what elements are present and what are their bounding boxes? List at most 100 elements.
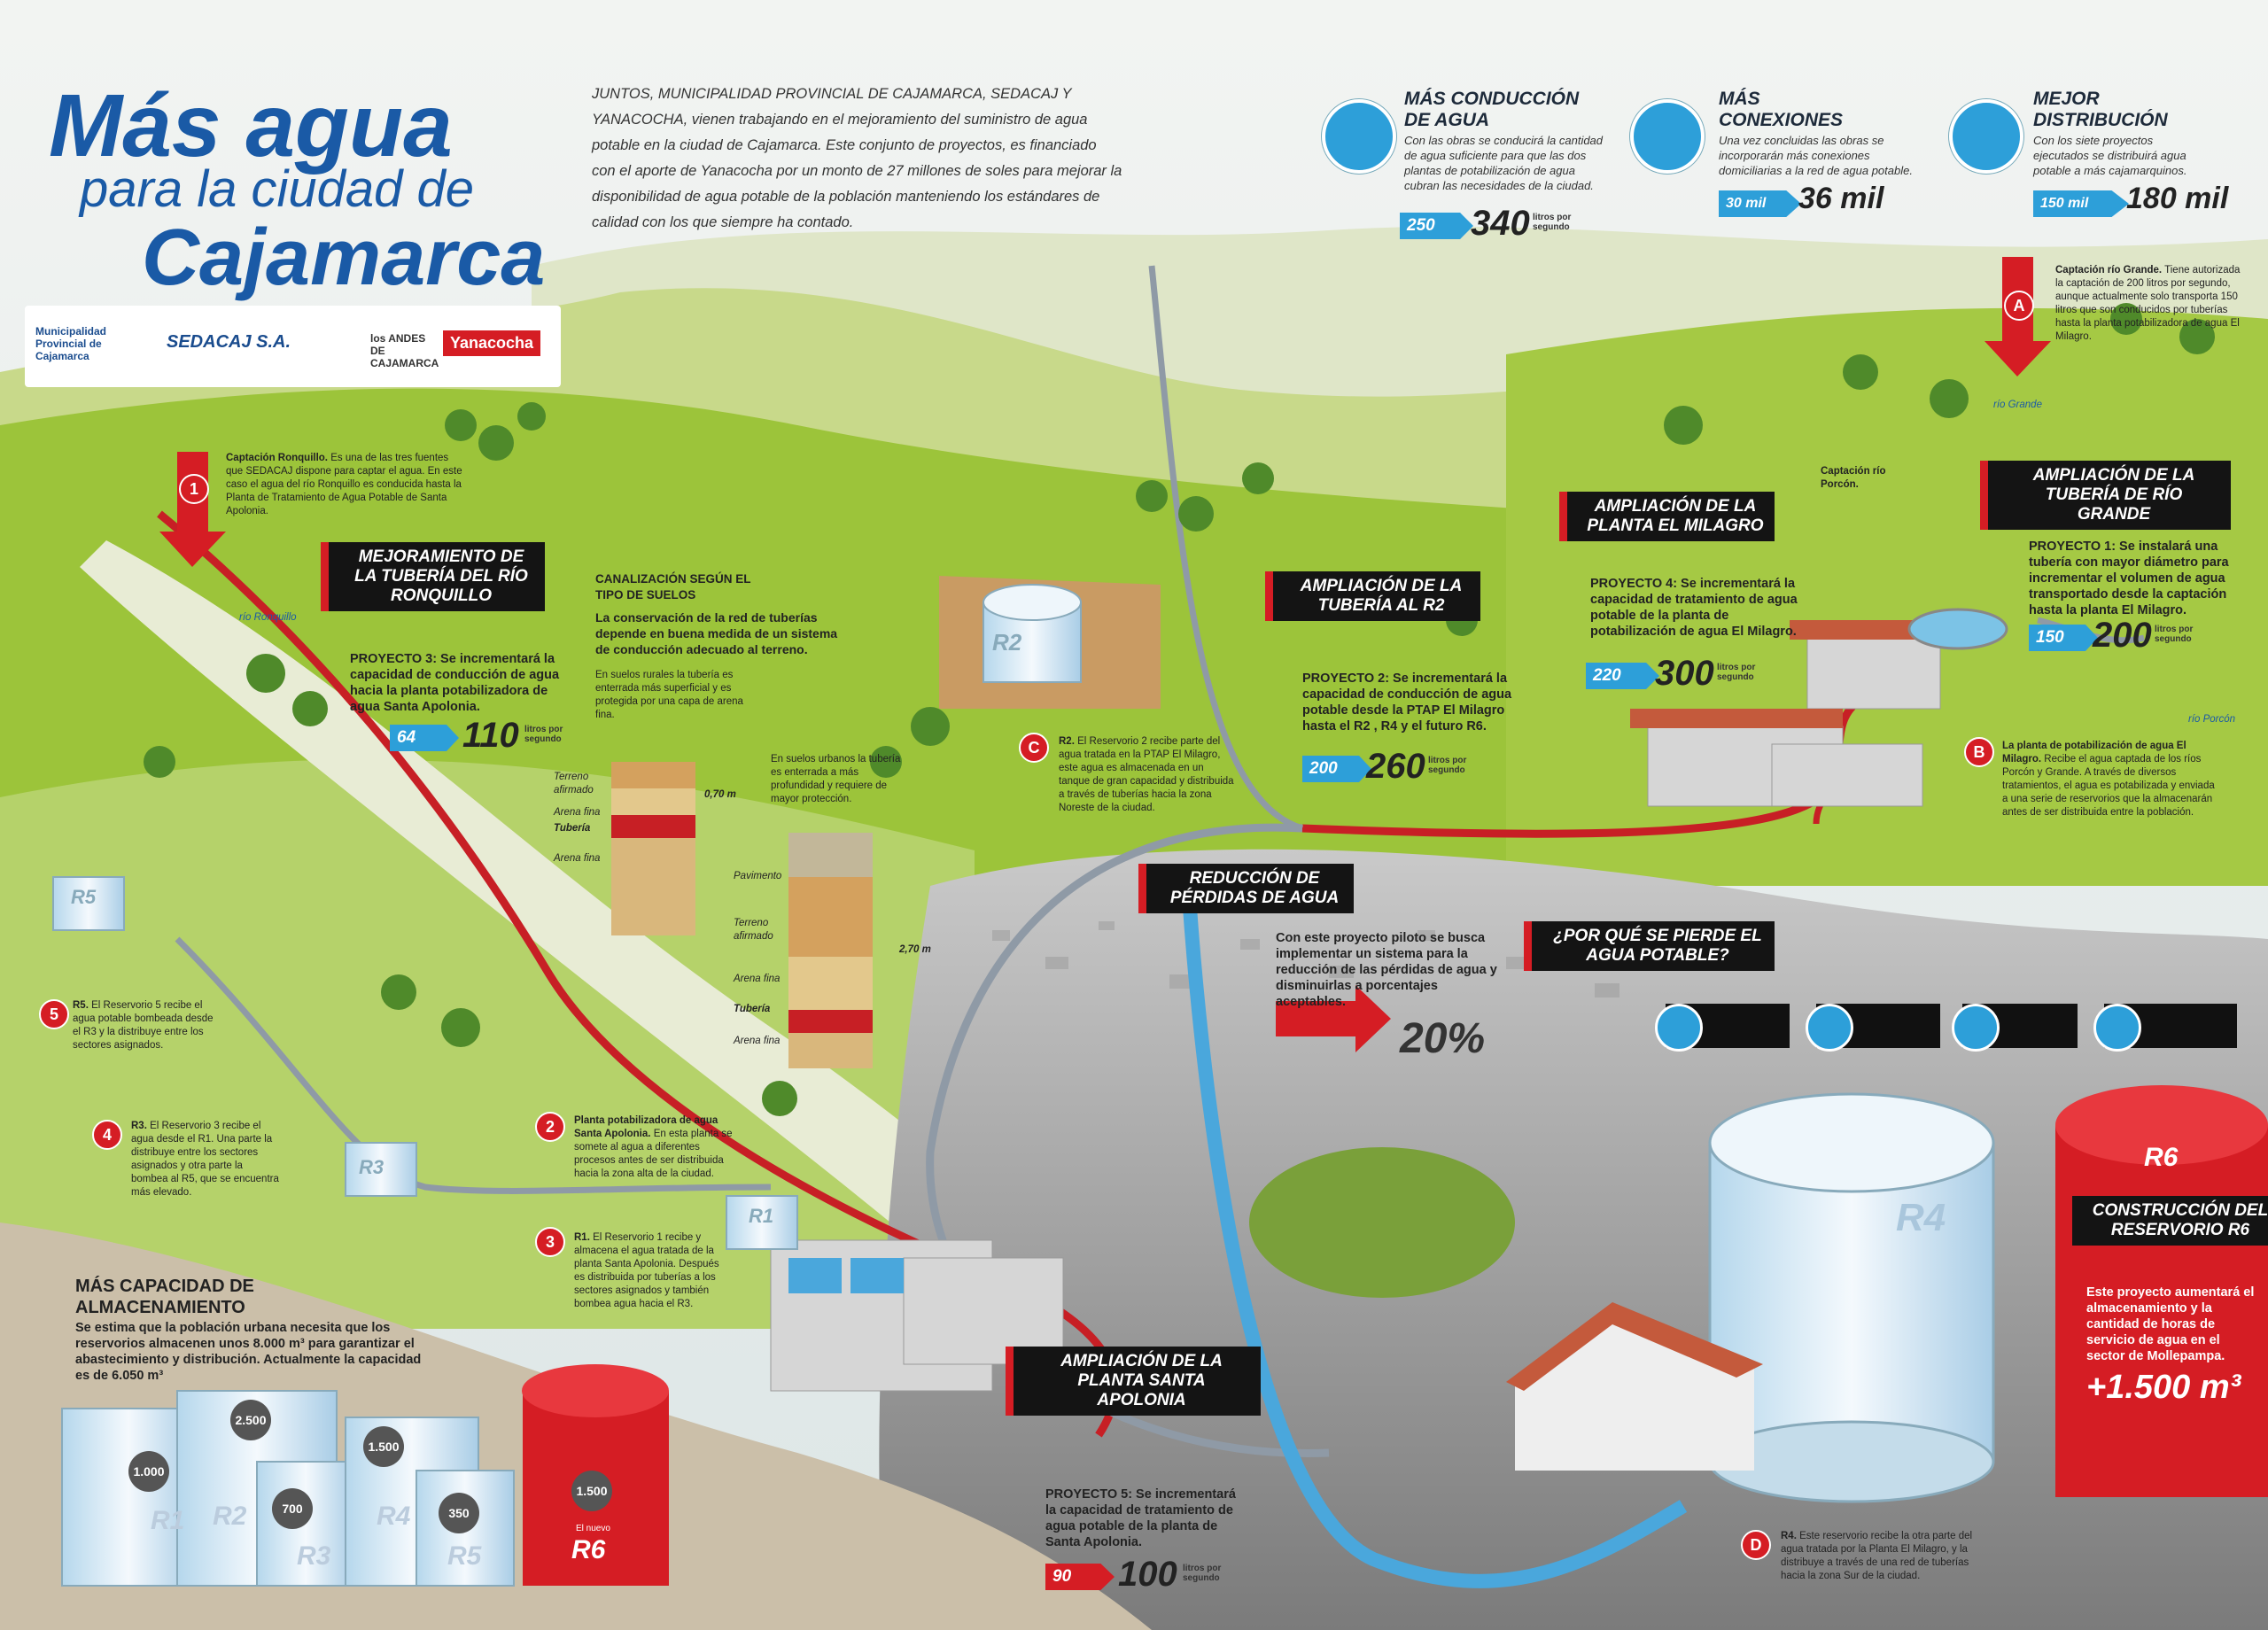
perdidas-pct: 20% (1400, 1015, 1486, 1062)
car-icon (1655, 1004, 1703, 1052)
point-5-text: R5. El Reservorio 5 recibe el agua potab… (73, 1000, 214, 1051)
r4-capacity-name: R4 (377, 1502, 411, 1531)
stat-distribucion-title: MEJOR DISTRIBUCIÓN (2033, 89, 2168, 130)
pipe-connections-icon (1630, 99, 1705, 174)
stat-conduccion-desc: Con las obras se conducirá la cantidad d… (1404, 134, 1604, 192)
point-1-text: Captación Ronquillo. Es una de las tres … (226, 453, 462, 516)
r6-capacity: 1.500 (571, 1471, 612, 1511)
r4-capacity: 1.500 (363, 1426, 404, 1467)
perdidas-project-label: REDUCCIÓN DE PÉRDIDAS DE AGUA (1138, 864, 1354, 913)
r1-tank-label: R1 (749, 1205, 774, 1227)
title-line-3: Cajamarca (142, 213, 546, 302)
point-b-marker: B (1964, 737, 1994, 767)
r6-tank-label: R6 (2144, 1143, 2179, 1172)
canalizacion-rural: En suelos rurales la tubería es enterrad… (595, 670, 743, 720)
point-4-marker: 4 (92, 1120, 122, 1150)
riogrande-project-text: PROYECTO 1: Se instalará una tubería con… (2029, 539, 2229, 617)
r6-project-label: CONSTRUCCIÓN DEL RESERVORIO R6 (2064, 1196, 2268, 1246)
intro-text: JUNTOS, MUNICIPALIDAD PROVINCIAL DE CAJA… (592, 86, 1122, 230)
santaapolonia-new: 100 (1118, 1555, 1177, 1594)
r2-unit: litros por segundo (1428, 756, 1467, 775)
urban-layer-5: Arena fina (734, 1036, 781, 1046)
r2-tank-label: R2 (992, 629, 1022, 656)
r6-capacity-name: R6 (571, 1535, 606, 1564)
riogrande-project-label: AMPLIACIÓN DE LA TUBERÍA DE RÍO GRANDE (1980, 461, 2231, 530)
stat-conexiones-desc: Una vez concluidas las obras se incorpor… (1719, 134, 1913, 177)
r1-capacity-name: R1 (151, 1506, 185, 1535)
point-c-marker: C (1019, 733, 1049, 763)
captacion-porcon-label: Captación río Porcón. (1821, 466, 1886, 490)
r2-project-text: PROYECTO 2: Se incrementará la capacidad… (1302, 671, 1512, 734)
milagro-project-text: PROYECTO 4: Se incrementará la capacidad… (1590, 577, 1798, 639)
r3-capacity: 700 (272, 1488, 313, 1529)
milagro-new: 300 (1655, 654, 1714, 693)
muni-logo: Municipalidad Provincial de Cajamarca (35, 325, 107, 362)
rural-layer-3: Tubería (554, 823, 591, 834)
r3-capacity-name: R3 (297, 1541, 331, 1571)
point-a-text: Captación río Grande. Tiene autorizada l… (2055, 265, 2241, 342)
point-3-text: R1. El Reservorio 1 recibe y almacena el… (574, 1232, 719, 1309)
rio-grande-label: río Grande (1993, 400, 2042, 410)
r1-capacity: 1.000 (128, 1451, 169, 1492)
santaapolonia-project-text: PROYECTO 5: Se incrementará la capacidad… (1045, 1487, 1236, 1549)
meter-icon (2093, 1004, 2141, 1052)
riogrande-unit: litros por segundo (2155, 625, 2194, 644)
stat-distribucion-desc: Con los siete proyectos ejecutados se di… (2033, 134, 2187, 177)
urban-layer-2: Terreno afirmado (734, 918, 773, 942)
why-loss-label: ¿POR QUÉ SE PIERDE EL AGUA POTABLE? (1524, 921, 1775, 971)
ronquillo-new: 110 (462, 716, 519, 755)
stat-conduccion-title: MÁS CONDUCCIÓN DE AGUA (1404, 89, 1580, 130)
urban-layer-1: Pavimento (734, 871, 782, 881)
no-theft-icon (1952, 1004, 2000, 1052)
andes-logo: los ANDES DE CAJAMARCA (370, 332, 439, 369)
r6-capacity-note: El nuevo (576, 1524, 610, 1533)
point-3-marker: 3 (535, 1227, 565, 1257)
stat-conexiones-title: MÁS CONEXIONES (1719, 89, 1844, 130)
stat-distribucion-new: 180 mil (2126, 182, 2229, 215)
point-5-marker: 5 (39, 999, 69, 1029)
canalizacion-title: CANALIZACIÓN SEGÚN EL TIPO DE SUELOS (595, 572, 751, 602)
stat-conexiones-old: 30 mil (1719, 190, 1801, 217)
riogrande-old: 150 (2029, 625, 2098, 651)
rural-layer-4: Arena fina (554, 853, 601, 864)
r4-tank-label: R4 (1896, 1196, 1946, 1239)
ronquillo-unit: litros por segundo (524, 725, 563, 744)
ronquillo-project-label: MEJORAMIENTO DE LA TUBERÍA DEL RÍO RONQU… (321, 542, 545, 611)
milagro-project-label: AMPLIACIÓN DE LA PLANTA EL MILAGRO (1559, 492, 1775, 541)
r6-project-big: +1.500 m³ (2086, 1369, 2241, 1406)
r2-project-label: AMPLIACIÓN DE LA TUBERÍA AL R2 (1265, 571, 1480, 621)
ronquillo-project-text: PROYECTO 3: Se incrementará la capacidad… (350, 652, 560, 714)
riogrande-new: 200 (2093, 616, 2152, 655)
rio-porcon-label: río Porcón (2188, 714, 2236, 725)
yanacocha-logo: Yanacocha (443, 330, 541, 356)
r2-capacity-name: R2 (213, 1502, 247, 1531)
r5-tank-label: R5 (71, 886, 97, 908)
urban-layer-4: Tubería (734, 1004, 771, 1014)
point-d-text: R4. Este reservorio recibe la otra parte… (1781, 1531, 1973, 1581)
canalizacion-text: La conservación de la red de tuberías de… (595, 610, 838, 656)
sponsor-logos: Municipalidad Provincial de Cajamarca SE… (25, 306, 561, 387)
r6-project-text: Este proyecto aumentará el almacenamient… (2086, 1285, 2255, 1363)
stat-distribucion-old: 150 mil (2033, 190, 2129, 217)
canalizacion-urban: En suelos urbanos la tubería es enterrad… (771, 754, 901, 804)
faucet-icon (1949, 99, 2023, 174)
point-2-text: Planta potabilizadora de agua Santa Apol… (574, 1115, 733, 1179)
leaking-valve-icon (1806, 1004, 1853, 1052)
rural-layer-2: Arena fina (554, 807, 601, 818)
milagro-unit: litros por segundo (1717, 663, 1756, 682)
santaapolonia-old: 90 (1045, 1564, 1115, 1590)
point-c-text: R2. El Reservorio 2 recibe parte del agu… (1059, 736, 1234, 813)
capacidad-text: Se estima que la población urbana necesi… (75, 1321, 422, 1383)
water-drop-icon (1322, 99, 1396, 174)
point-4-text: R3. El Reservorio 3 recibe el agua desde… (131, 1121, 279, 1198)
rural-depth: 0,70 m (704, 789, 736, 800)
urban-depth: 2,70 m (899, 944, 931, 955)
rio-ronquillo-label: río Ronquillo (239, 612, 297, 623)
ronquillo-old: 64 (390, 725, 459, 751)
title-line-1: Más agua (49, 76, 453, 175)
point-2-marker: 2 (535, 1112, 565, 1142)
santaapolonia-unit: litros por segundo (1183, 1564, 1222, 1583)
milagro-old: 220 (1586, 663, 1659, 689)
r5-capacity: 350 (439, 1493, 479, 1533)
